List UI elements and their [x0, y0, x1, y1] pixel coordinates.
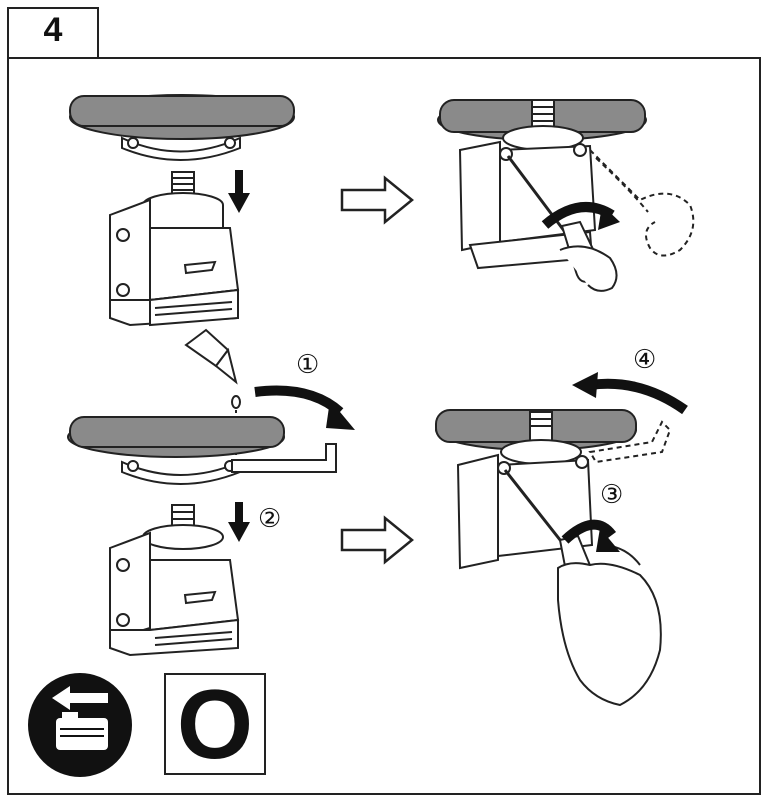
frame [7, 7, 761, 795]
hollow-arrow-top [340, 175, 414, 225]
callout-1: ① [296, 350, 320, 380]
indicator-letter: O [176, 669, 254, 779]
grinder-bottom-left [67, 416, 337, 657]
step-number: 4 [43, 11, 63, 49]
down-arrow-bottom [228, 502, 250, 542]
oil-bottle [184, 328, 241, 409]
rotate-arrow-3 [561, 519, 617, 544]
down-arrow-top [228, 170, 250, 213]
callout-2: ② [258, 504, 282, 534]
screwdriver-bottom [503, 469, 662, 707]
grinder-top-right [437, 99, 647, 270]
callout-4: ④ [633, 345, 657, 375]
screwdriver-top [506, 155, 618, 292]
rotate-arrow-1 [254, 385, 344, 416]
dashed-clamp [589, 149, 695, 257]
hollow-arrow-bottom [340, 515, 414, 565]
arrow-left-battery-icon [28, 673, 132, 777]
indicator-box: O [164, 673, 266, 775]
rotate-arrow-4 [589, 378, 688, 415]
grinder-top-left [69, 94, 295, 327]
callout-3: ③ [600, 480, 624, 510]
